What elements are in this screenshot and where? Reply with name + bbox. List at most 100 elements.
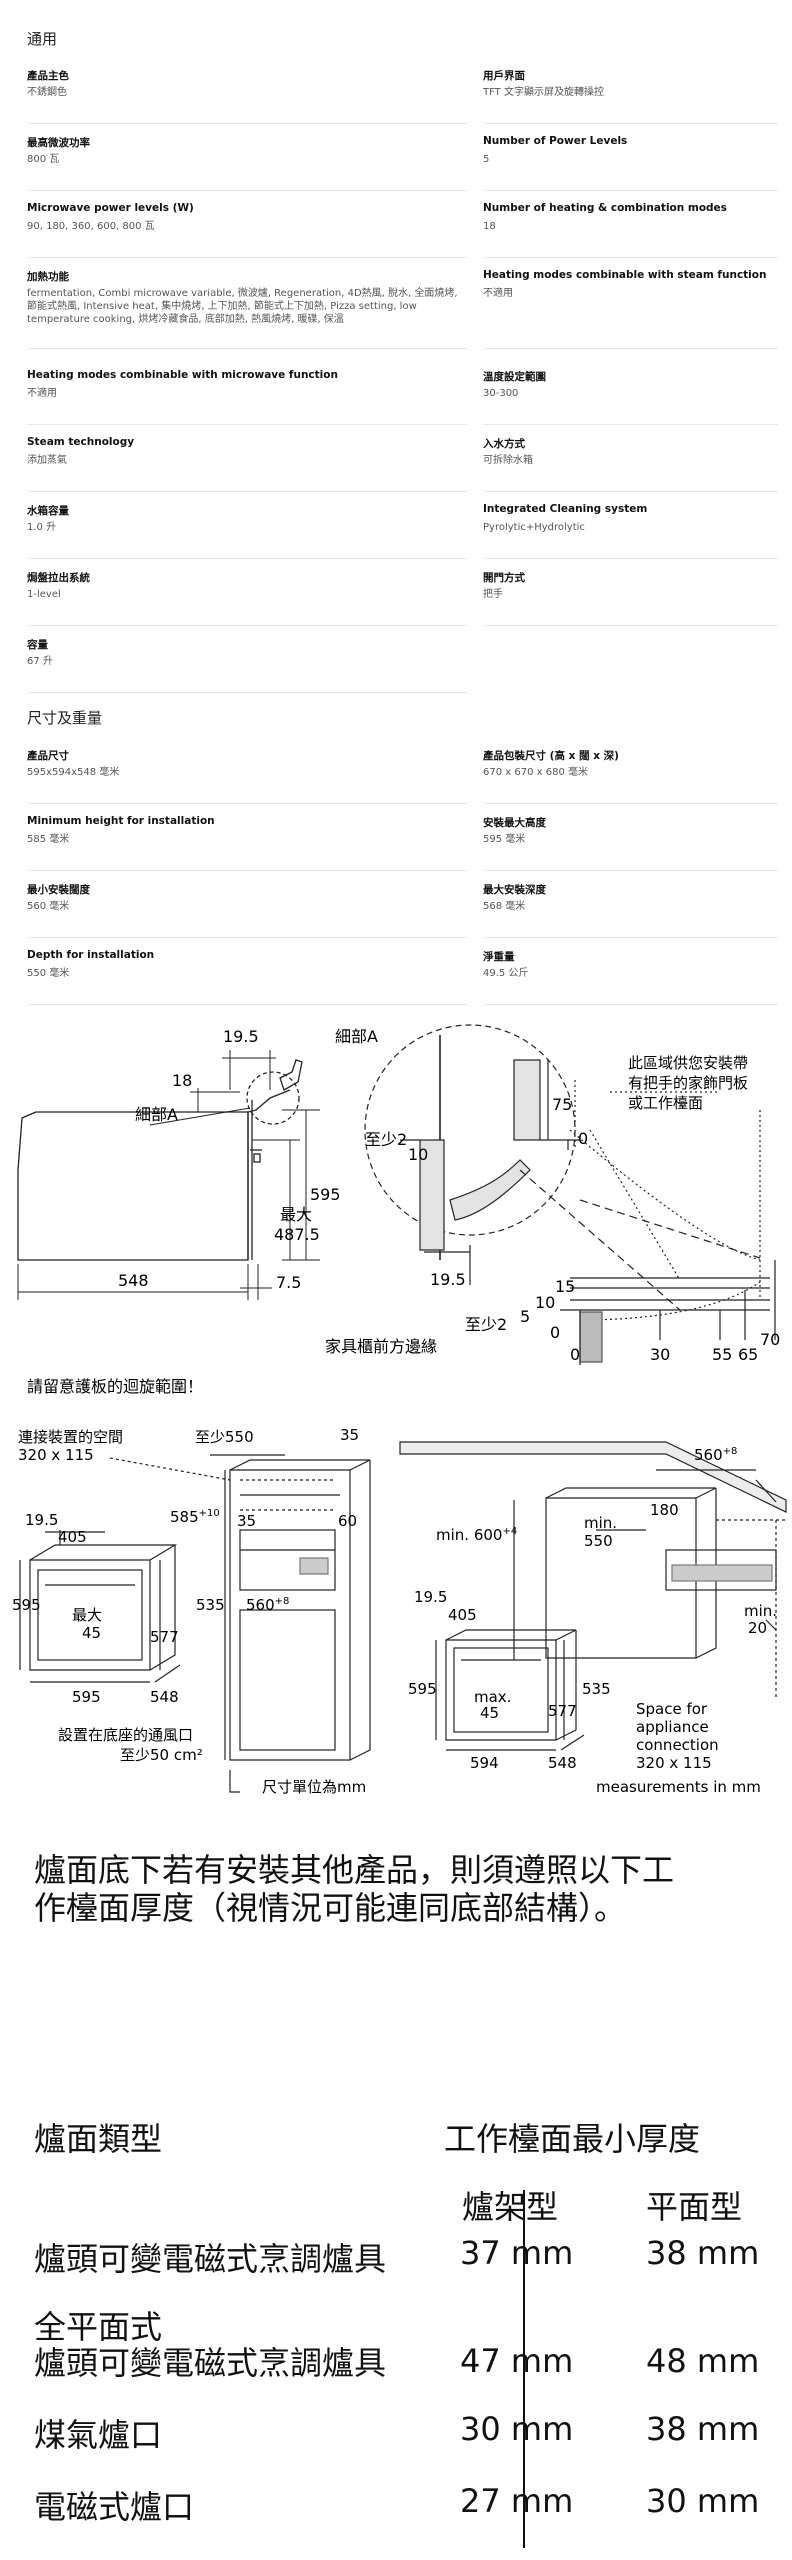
dim-18: 18 xyxy=(172,1071,192,1090)
spec-max-installation-depth: 最大安裝深度 568 毫米 xyxy=(483,877,778,938)
spec-water-tank-capacity: 水箱容量 1.0 升 xyxy=(27,498,467,559)
worktop-note-line-1: 爐面底下若有安裝其他產品，則須遵照以下工 xyxy=(34,1851,675,1889)
spec-heating-functions: 加熱功能 fermentation, Combi microwave varia… xyxy=(27,264,467,349)
spec-temperature-range: 溫度設定範圍 30-300 xyxy=(483,364,778,425)
spec-microwave-combinable: Heating modes combinable with microwave … xyxy=(27,364,467,425)
dim-405: 405 xyxy=(58,1528,87,1546)
dim-0-upper: 0 xyxy=(578,1129,588,1148)
spec-label: 溫度設定範圍 xyxy=(483,371,546,383)
tall-cabinet-installation-diagram: 連接裝置的空間 320 x 115 至少550 35 19.5 405 585+… xyxy=(12,1426,371,1796)
dim-min-20-value: 20 xyxy=(748,1619,767,1637)
table-row-flat-value: 48 mm xyxy=(646,2342,760,2380)
spec-label: 水箱容量 xyxy=(27,505,69,517)
spec-value: 670 x 670 x 680 毫米 xyxy=(483,767,588,778)
dim-487-5: 487.5 xyxy=(274,1225,320,1244)
spec-label: 最大安裝深度 xyxy=(483,884,546,896)
spec-value: 可拆除水箱 xyxy=(483,455,533,466)
spec-net-weight: 淨重量 49.5 公斤 xyxy=(483,944,778,1005)
spec-product-color: 產品主色 不銹鋼色 xyxy=(27,63,467,124)
spec-value: 不適用 xyxy=(483,288,513,299)
spec-value: 49.5 公斤 xyxy=(483,968,529,979)
spec-label: Heating modes combinable with steam func… xyxy=(483,269,767,281)
spec-value: 67 升 xyxy=(27,656,53,667)
spec-value: 不適用 xyxy=(27,388,57,399)
spec-max-installation-height: 安裝最大高度 595 毫米 xyxy=(483,810,778,871)
spec-steam-combinable: Heating modes combinable with steam func… xyxy=(483,264,778,349)
spec-label: Number of heating & combination modes xyxy=(483,202,727,214)
dim-595: 595 xyxy=(310,1185,341,1204)
dim-180: 180 xyxy=(650,1501,679,1519)
spec-label: 容量 xyxy=(27,639,48,651)
spec-label: Steam technology xyxy=(27,436,135,448)
spec-value: 把手 xyxy=(483,589,503,600)
general-section-title: 通用 xyxy=(27,30,58,48)
dim-0-lower: 0 xyxy=(570,1345,580,1364)
connection-space-dim: 320 x 115 xyxy=(18,1446,94,1464)
dim-560: 560+8 xyxy=(246,1596,289,1614)
table-header-hob-type: 爐面類型 xyxy=(34,2120,163,2158)
spec-max-microwave-power: 最高微波功率 800 瓦 xyxy=(27,130,467,191)
spec-label: 用戶界面 xyxy=(483,70,525,82)
worktop-note-line-2: 作檯面厚度（視情況可能連同底部結構）。 xyxy=(34,1889,627,1927)
spec-label: Number of Power Levels xyxy=(483,135,628,147)
caution-note: 請留意護板的迴旋範圍！ xyxy=(27,1377,203,1396)
spec-user-interface: 用戶界面 TFT 文字顯示屏及旋轉操控 xyxy=(483,63,778,124)
spec-value: fermentation, Combi microwave variable, … xyxy=(27,288,458,325)
min-2-label-lower: 至少2 xyxy=(465,1315,507,1334)
spec-label: Integrated Cleaning system xyxy=(483,503,648,515)
space-note-line-3: connection xyxy=(636,1736,719,1754)
dim-19-5: 19.5 xyxy=(25,1511,58,1529)
dim-60: 60 xyxy=(338,1512,357,1530)
dim-595-bottom: 595 xyxy=(72,1688,101,1706)
spec-installation-depth: Depth for installation 550 毫米 xyxy=(27,944,467,1005)
detail-a-ref: 細部A xyxy=(135,1105,178,1124)
table-row-flat-value: 38 mm xyxy=(646,2410,760,2448)
spec-microwave-power-levels: Microwave power levels (W) 90, 180, 360,… xyxy=(27,197,467,258)
dim-548: 548 xyxy=(150,1688,179,1706)
spec-label: 安裝最大高度 xyxy=(483,817,546,829)
table-subheader-rack: 爐架型 xyxy=(462,2188,559,2226)
dim-min-550-value: 550 xyxy=(584,1532,613,1550)
dim-65: 65 xyxy=(738,1345,758,1364)
spec-value: 5 xyxy=(483,154,490,165)
spec-capacity: 容量 67 升 xyxy=(27,632,467,693)
spec-cleaning-system: Integrated Cleaning system Pyrolytic+Hyd… xyxy=(483,498,778,559)
table-row-type: 爐頭可變電磁式烹調爐具 xyxy=(34,2240,387,2278)
dim-10-lower: 10 xyxy=(535,1293,555,1312)
table-row-flat-value: 38 mm xyxy=(646,2234,760,2272)
table-row-type-line-2: 爐頭可變電磁式烹調爐具 xyxy=(34,2344,387,2382)
connection-space-label: 連接裝置的空間 xyxy=(18,1428,123,1446)
spec-steam-technology: Steam technology 添加蒸氣 xyxy=(27,431,467,492)
table-row-type: 煤氣爐口 xyxy=(34,2416,163,2454)
spec-label: 焗盤拉出系統 xyxy=(27,572,90,584)
handle-note-line-3: 或工作檯面 xyxy=(628,1094,703,1112)
table-row-flat-value: 30 mm xyxy=(646,2482,760,2520)
under-counter-installation-diagram: 560+8 180 min. 600+4 min. 550 19.5 405 m… xyxy=(399,1441,787,1796)
table-subheader-flat: 平面型 xyxy=(646,2188,743,2226)
dim-19-5: 19.5 xyxy=(414,1588,447,1606)
handle-note-line-1: 此區域供您安裝帶 xyxy=(628,1054,748,1072)
max-label: 最大 xyxy=(280,1205,312,1224)
oven-side-view-diagram: 19.5 細部A 18 細部A 595 最大 487.5 548 7.5 xyxy=(17,1024,780,1396)
spec-label: 最小安裝闊度 xyxy=(27,884,90,896)
dim-577: 577 xyxy=(548,1702,577,1720)
spec-product-dimensions: 產品尺寸 595x594x548 毫米 xyxy=(27,743,467,804)
dim-min-600: min. 600+4 xyxy=(436,1526,517,1544)
dim-548: 548 xyxy=(548,1754,577,1772)
dim-35-top: 35 xyxy=(340,1426,359,1444)
dim-577: 577 xyxy=(150,1628,179,1646)
dim-535: 535 xyxy=(582,1680,611,1698)
dim-min-550-prefix: min. xyxy=(584,1514,617,1532)
dim-548: 548 xyxy=(118,1271,149,1290)
spec-value: 1.0 升 xyxy=(27,522,57,533)
space-note-line-1: Space for xyxy=(636,1700,708,1718)
min-550-label: 至少550 xyxy=(195,1428,254,1446)
dim-15: 15 xyxy=(555,1277,575,1296)
dim-560: 560+8 xyxy=(694,1446,737,1464)
spec-label: Minimum height for installation xyxy=(27,815,215,827)
furniture-edge-label: 家具櫃前方邊緣 xyxy=(325,1337,437,1356)
dim-45: 45 xyxy=(82,1624,101,1642)
space-note-line-4: 320 x 115 xyxy=(636,1754,712,1772)
spec-package-dimensions: 產品包裝尺寸 (高 x 闊 x 深) 670 x 670 x 680 毫米 xyxy=(483,743,778,804)
dim-55: 55 xyxy=(712,1345,732,1364)
